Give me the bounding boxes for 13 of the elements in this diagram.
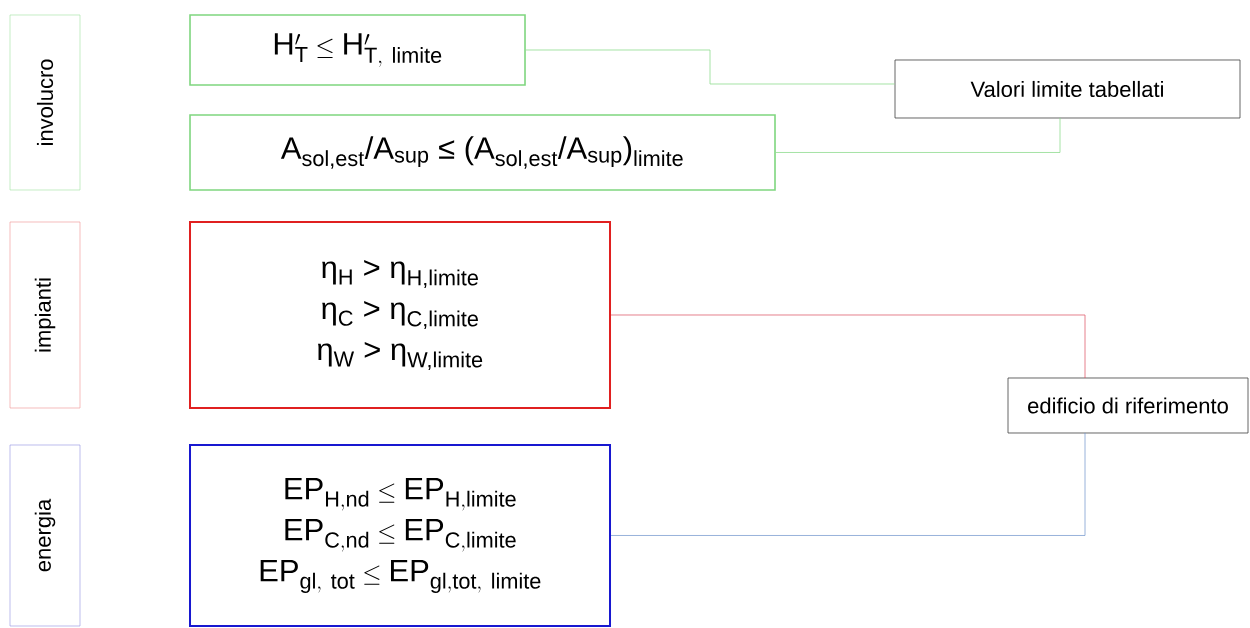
connector-line: [610, 432, 1086, 536]
formula-box: $\mathrm{EP}_{\mathrm{H,nd}} \leq \mathrm{EP}_{\mathrm{H,limite}}$ $\mathrm{EP}_{\mathrm{C,nd}} \leq \mathrm{EP}_{\mathrm{C,limite}}$ $\mathrm{EP}_{\mathrm{gl,\ tot}} \leq \mathrm{EP}_{\mathrm{gl,tot,\ limite}}$: [189, 444, 611, 627]
side-label-box: energia: [9, 444, 81, 627]
connector-line: [610, 314, 1086, 379]
formula-box: η$_{H}$ > η$_{H,limite}$ η$_{C}$ > η$_{C,limite}$ η$_{W}$ > η$_{W,limite}$: [189, 221, 611, 409]
formula-box: $\mathrm{H}'_{\mathrm{T}} \leq \mathrm{H}'_{\mathrm{T,\ limite}}$: [189, 14, 526, 86]
side-label-box: involucro: [9, 14, 81, 191]
label-box: Valori limite tabellati: [894, 59, 1241, 119]
side-label-box: impianti: [9, 221, 81, 409]
formula-box: A$_{sol,est}$/A$_{sup}$ ≤ (A$_{sol,est}$/A$_{sup}$)$_{limite}$: [189, 114, 776, 191]
label-box: edificio di riferimento: [1007, 377, 1249, 434]
connector-line: [775, 117, 1061, 153]
connector-line: [525, 49, 895, 85]
